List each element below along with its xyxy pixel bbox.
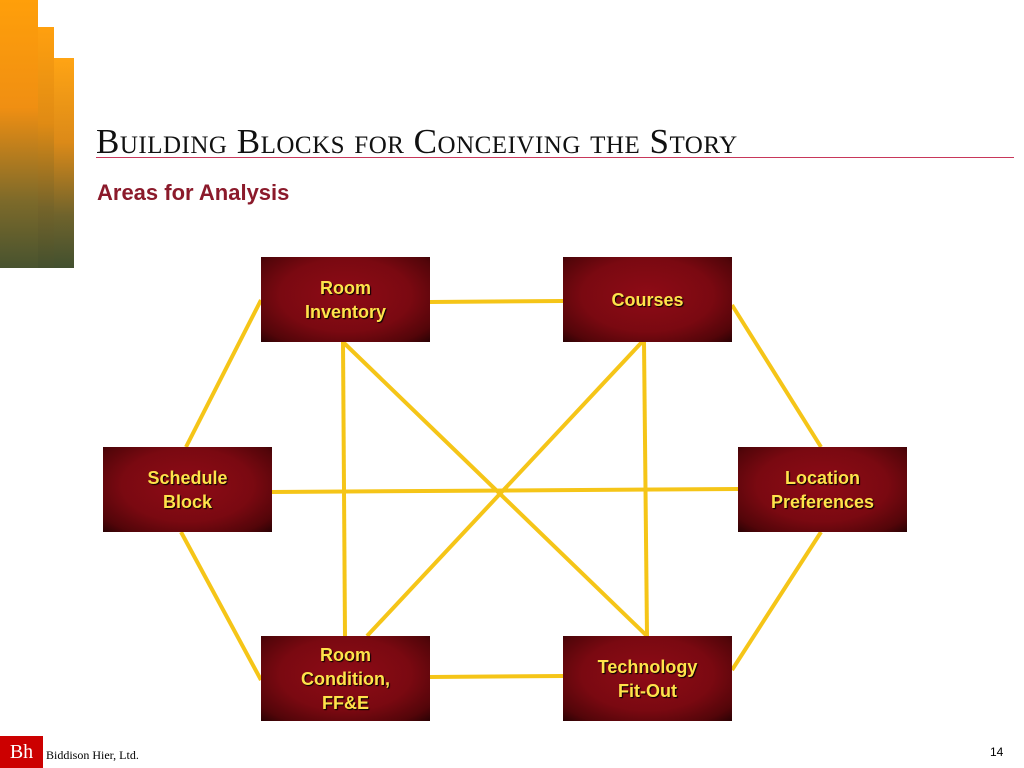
node-schedule-block: Schedule Block (103, 447, 272, 532)
connector-room-inventory-to-room-condition (341, 341, 347, 637)
connector-room-inventory-to-schedule-block (184, 299, 263, 448)
decorative-bar-2 (38, 27, 54, 268)
connector-room-condition-to-technology (429, 674, 564, 679)
connector-schedule-block-to-location-preferences (271, 487, 739, 494)
decorative-bar-1 (0, 0, 38, 268)
node-room-inventory: Room Inventory (261, 257, 430, 342)
node-room-condition: Room Condition, FF&E (261, 636, 430, 721)
slide-subtitle: Areas for Analysis (97, 180, 290, 205)
page-number: 14 (990, 745, 1004, 759)
title-underline (96, 157, 1014, 158)
connector-courses-to-location-preferences (730, 303, 823, 449)
connector-location-preferences-to-technology (730, 530, 823, 672)
node-location-preferences: Location Preferences (738, 447, 907, 532)
connector-room-inventory-to-courses (429, 299, 564, 304)
decorative-bar-3 (54, 58, 74, 268)
node-courses: Courses (563, 257, 732, 342)
connector-schedule-block-to-room-condition (179, 531, 263, 681)
node-technology-fit-out: Technology Fit-Out (563, 636, 732, 721)
slide-title: Building Blocks for Conceiving the Story (96, 122, 738, 161)
company-name: Biddison Hier, Ltd. (46, 748, 139, 762)
company-logo: Bh (0, 736, 43, 768)
